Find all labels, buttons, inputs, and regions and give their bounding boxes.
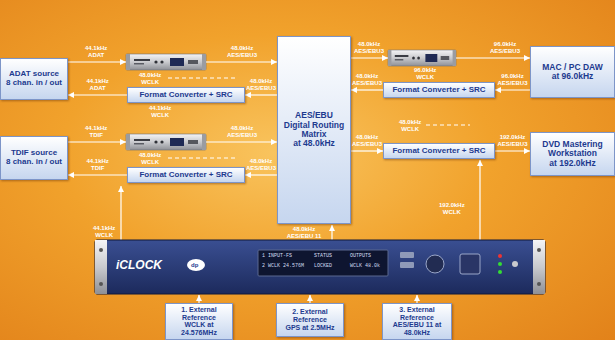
adat-interface bbox=[126, 54, 206, 70]
reference-line bbox=[416, 295, 417, 303]
clock-label: 48.0kHz AES/EBU 11 bbox=[281, 226, 327, 239]
node-text: Format Converter + SRC bbox=[139, 171, 232, 180]
signal-connector bbox=[245, 94, 277, 95]
node-text: Format Converter + SRC bbox=[392, 86, 485, 95]
node-text: at 96.0kHz bbox=[552, 72, 594, 81]
display-text: 1 INPUT-FS bbox=[262, 254, 292, 259]
brand-logo: dp bbox=[191, 262, 198, 268]
signal-label: 44.1kHz ADAT bbox=[87, 78, 109, 91]
node-text: GPS at 2.5MHz bbox=[285, 324, 334, 332]
clock-line bbox=[120, 186, 121, 240]
display-text: STATUS bbox=[314, 254, 332, 259]
wordclock-dash bbox=[426, 124, 470, 125]
signal-line bbox=[456, 57, 530, 58]
signal-label: 48.0kHz AES/EBU3 bbox=[354, 41, 384, 54]
node-text: 1. External Reference bbox=[169, 306, 229, 321]
signal-label: 192.0kHz AES/EBU3 bbox=[498, 134, 528, 147]
tdif-interface bbox=[126, 134, 206, 150]
clock-label: 44.1kHz WCLK bbox=[149, 105, 171, 118]
signal-label: 48.0kHz AES/EBU3 bbox=[227, 125, 257, 138]
node-text: MAC / PC DAW bbox=[542, 63, 602, 72]
signal-label: 48.0kHz AES/EBU3 bbox=[352, 73, 382, 86]
clock-line bbox=[331, 225, 332, 240]
clock-label: 48.0kHz WCLK bbox=[399, 119, 421, 132]
signal-connector bbox=[68, 174, 127, 175]
reference-box: 3. External ReferenceAES/EBU 11 at 48.0k… bbox=[382, 303, 452, 340]
converter-box: Format Converter + SRC bbox=[383, 82, 495, 98]
clock-label: 96.0kHz WCLK bbox=[414, 67, 436, 80]
signal-line bbox=[206, 141, 277, 142]
node-text: WCLK at 24.576MHz bbox=[169, 321, 229, 336]
clock-label: 192.0kHz WCLK bbox=[439, 202, 465, 215]
signal-label: 96.0kHz AES/EBU3 bbox=[490, 41, 520, 54]
clock-line bbox=[479, 160, 480, 240]
clock-label: 44.1kHz WCLK bbox=[93, 225, 115, 238]
node-text: at 48.0kHz bbox=[293, 139, 335, 148]
converter-box: Format Converter + SRC bbox=[127, 87, 245, 103]
node-text: 2. External Reference bbox=[280, 308, 340, 323]
wordclock-dash bbox=[168, 77, 236, 78]
converter-box: Format Converter + SRC bbox=[383, 143, 495, 159]
reference-line bbox=[309, 295, 310, 303]
wordclock-dash bbox=[168, 157, 236, 158]
signal-line bbox=[351, 57, 388, 58]
signal-line bbox=[206, 61, 277, 62]
display-text: OUTPUTS bbox=[350, 254, 371, 259]
routing-matrix: AES/EBU Digital Routing Matrixat 48.0kHz bbox=[277, 36, 351, 224]
clock-label: 48.0kHz WCLK bbox=[139, 152, 161, 165]
signal-label: 48.0kHz AES/EBU3 bbox=[246, 78, 276, 91]
signal-connector bbox=[245, 174, 277, 175]
node-text: Format Converter + SRC bbox=[139, 91, 232, 100]
signal-connector bbox=[495, 150, 530, 151]
node-text: Format Converter + SRC bbox=[392, 147, 485, 156]
iclock-device bbox=[95, 240, 545, 294]
display-text: LOCKED bbox=[314, 264, 332, 269]
destination-box: MAC / PC DAWat 96.0kHz bbox=[530, 46, 615, 98]
display-text: 2 WCLK 24.576M bbox=[262, 264, 304, 269]
node-text: 8 chan. in / out bbox=[6, 79, 62, 88]
signal-label: 44.1kHz TDIF bbox=[85, 125, 107, 138]
node-text: 3. External Reference bbox=[386, 306, 448, 321]
clock-label: 48.0kHz WCLK bbox=[139, 72, 161, 85]
signal-label: 44.1kHz TDIF bbox=[87, 158, 109, 171]
source-box: TDIF source8 chan. in / out bbox=[0, 136, 68, 180]
node-text: ADAT source bbox=[9, 70, 59, 79]
signal-line bbox=[68, 61, 126, 62]
reference-line bbox=[198, 295, 199, 303]
signal-label: 44.1kHz ADAT bbox=[85, 45, 107, 58]
node-text: AES/EBU 11 at 48.0kHz bbox=[386, 321, 448, 336]
reference-box: 1. External ReferenceWCLK at 24.576MHz bbox=[165, 303, 233, 340]
signal-label: 48.0kHz AES/EBU3 bbox=[352, 134, 382, 147]
source-box: ADAT source8 chan. in / out bbox=[0, 58, 68, 100]
signal-label: 48.0kHz AES/EBU3 bbox=[227, 45, 257, 58]
signal-label: 96.0kHz AES/EBU3 bbox=[498, 73, 528, 86]
destination-box: DVD Mastering Workstationat 192.0kHz bbox=[530, 132, 615, 176]
node-text: DVD Mastering Workstation bbox=[534, 140, 611, 159]
signal-label: 48.0kHz AES/EBU3 bbox=[246, 158, 276, 171]
converter-box: Format Converter + SRC bbox=[127, 167, 245, 183]
node-text: TDIF source bbox=[11, 149, 57, 158]
node-text: at 192.0kHz bbox=[549, 159, 595, 168]
signal-connector bbox=[495, 89, 530, 90]
display-text: WCLK 48.0k bbox=[350, 264, 380, 269]
brand-logo: iCLOCK bbox=[116, 259, 162, 271]
signal-connector bbox=[351, 89, 383, 90]
node-text: AES/EBU Digital Routing Matrix bbox=[281, 111, 347, 139]
signal-connector bbox=[68, 94, 127, 95]
node-text: 8 chan. in / out bbox=[6, 158, 62, 167]
aes-interface bbox=[388, 50, 456, 66]
reference-box: 2. External ReferenceGPS at 2.5MHz bbox=[276, 303, 344, 337]
signal-line bbox=[68, 141, 126, 142]
signal-connector bbox=[351, 150, 383, 151]
